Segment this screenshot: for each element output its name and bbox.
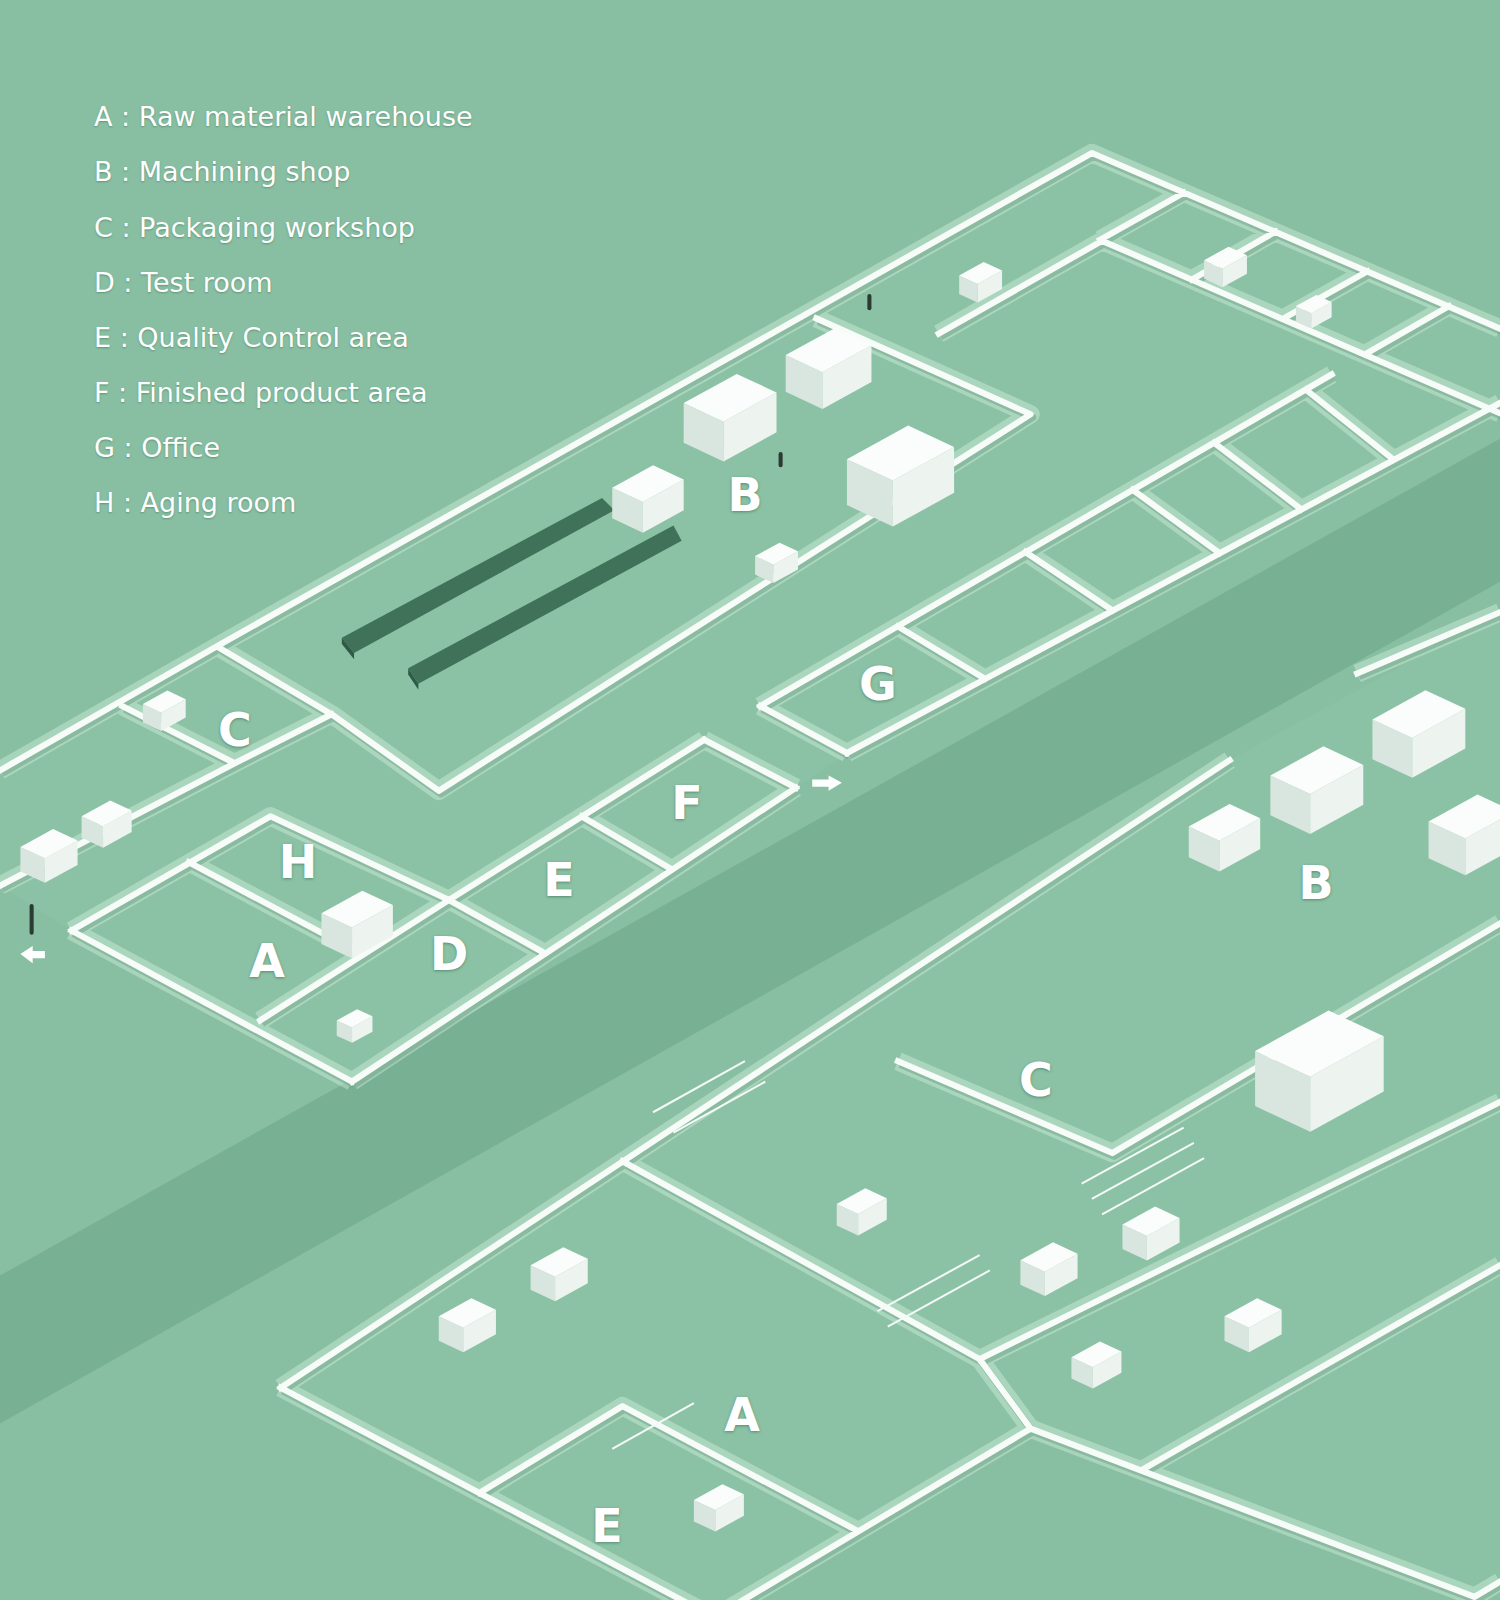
legend-item: D : Test room — [94, 267, 273, 299]
area-letter: D — [430, 931, 468, 977]
legend-item: F : Finished product area — [94, 377, 428, 409]
area-letter: E — [591, 1503, 622, 1549]
walls — [0, 153, 1500, 1600]
area-letter: B — [727, 472, 762, 518]
area-letter: G — [859, 661, 897, 707]
area-letter: E — [543, 857, 574, 903]
legend-item: H : Aging room — [94, 487, 296, 519]
legend-item: C : Packaging workshop — [94, 212, 415, 244]
area-letter: F — [671, 780, 702, 826]
legend-item: A : Raw material warehouse — [94, 101, 473, 133]
legend-item: B : Machining shop — [94, 156, 350, 188]
machines — [20, 247, 1500, 1532]
people — [32, 296, 870, 933]
wall-shadow — [2, 156, 1500, 1600]
area-letter: C — [218, 707, 252, 753]
lower-floor — [281, 612, 1500, 1600]
area-letter: H — [279, 839, 318, 885]
area-letter: C — [1019, 1057, 1053, 1103]
wall-glow — [0, 153, 1500, 1600]
legend-item: E : Quality Control area — [94, 322, 409, 354]
area-letter: A — [249, 938, 285, 984]
area-letter: B — [1298, 860, 1333, 906]
racks — [612, 1061, 1204, 1449]
area-letter: A — [724, 1392, 760, 1438]
legend-item: G : Office — [94, 432, 220, 464]
